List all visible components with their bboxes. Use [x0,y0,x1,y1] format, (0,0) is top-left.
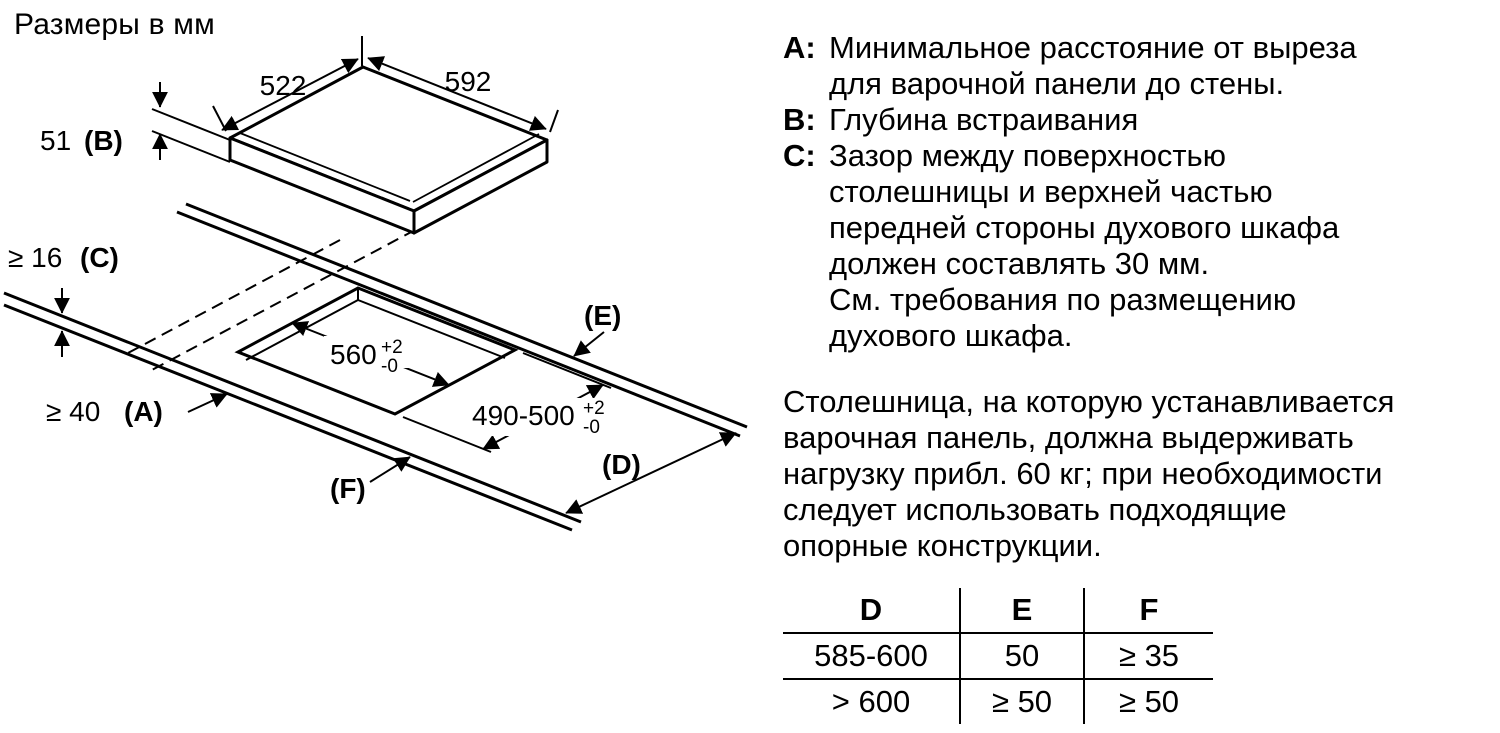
legend-line: должен составлять 30 мм. [829,246,1210,281]
page-title: Размеры в мм [14,8,215,41]
table-row: > 600 ≥ 50 ≥ 50 [783,679,1213,724]
legend-item-c: C: Зазор между поверхностью столешницы и… [783,138,1499,354]
legend-key-c: C: [783,138,816,173]
legend-text-b: Глубина встраивания [829,102,1499,138]
label-e: (E) [584,300,621,331]
dim-c-key: (C) [80,242,119,273]
dim-c-value: ≥ 16 [8,242,62,273]
legend-item-a: A: Минимальное расстояние от выреза для … [783,30,1499,102]
dim-490-tol-minus: -0 [583,417,600,438]
table-cell: > 600 [831,684,911,719]
legend-key-a: A: [783,30,816,65]
note-line: Столешница, на которую устанавливается [783,384,1395,419]
panel-frame-line-right [412,133,540,203]
table-cell: ≥ 50 [1083,679,1213,724]
dim-592-label: 592 [445,66,492,97]
ext-490-top [522,352,612,389]
note-line: нагрузку прибл. 60 кг; при необходимости [783,456,1383,491]
dim-522-label: 522 [260,70,307,101]
label-d: (D) [602,449,641,480]
legend-key-b: B: [783,102,816,137]
table-row: 585-600 50 ≥ 35 [783,633,1213,680]
info-panel: A: Минимальное расстояние от выреза для … [783,30,1499,724]
dim-592-line [367,56,547,131]
legend: A: Минимальное расстояние от выреза для … [783,30,1499,354]
legend-line: столешницы и верхней частью [829,174,1273,209]
table-header-row: D E F [783,588,1213,634]
load-note: Столешница, на которую устанавливается в… [783,384,1499,564]
col-header-d: D [783,588,960,634]
ext-tick-right [549,109,559,133]
ext-490-bottom [402,416,492,453]
panel-frame-line-left [239,132,411,202]
installation-drawing: 522 592 51 (B) ≥ 16 (C) ≥ 40 (A) (E) (D)… [3,36,748,532]
dim-560-backplate [324,336,412,368]
col-header-e: E [959,588,1084,634]
col-header-f: F [1083,588,1213,634]
install-table: D E F 585-600 50 ≥ 35 > 600 ≥ 50 ≥ 50 [783,588,1213,724]
note-line: опорные конструкции. [783,528,1102,563]
legend-line: духового шкафа. [829,318,1073,353]
projection-dashed-lines [127,229,416,372]
worktop-back-edge-line-2 [176,210,741,438]
cutout-outline [234,286,519,416]
ext-b-top [151,108,231,141]
table-cell: 50 [959,633,1084,680]
legend-text-c: Зазор между поверхностью столешницы и ве… [829,138,1499,354]
table-cell: 585-600 [783,633,960,680]
label-f: (F) [330,473,366,504]
note-line: варочная панель, должна выдерживать [783,420,1354,455]
legend-line: передней стороны духового шкафа [829,210,1340,245]
dim-560-value: 560 [330,339,377,370]
dim-d-arrow [565,432,737,514]
dim-b-value: 51 [40,125,71,156]
projection-line-1 [149,229,416,372]
dimension-lines [54,36,737,514]
dim-490-value: 490-500 [472,400,575,431]
legend-text-a: Минимальное расстояние от выреза для вар… [829,30,1499,102]
panel-right-face [412,138,549,235]
worktop-front-edge-line-1 [3,291,582,524]
legend-line: Минимальное расстояние от выреза [829,30,1357,65]
note-line: следует использовать подходящие [783,492,1287,527]
dim-a-arrow [187,393,228,413]
ext-tick-left [212,105,227,132]
dim-b-key: (B) [84,125,123,156]
worktop-front-edge-line-2 [3,303,573,532]
dim-522-line [221,58,359,131]
legend-item-b: B: Глубина встраивания [783,102,1499,138]
dim-490-tol-plus: +2 [583,398,605,419]
dim-a-value: ≥ 40 [46,396,100,427]
legend-line: для варочной панели до стены. [829,66,1285,101]
dim-560-tol-minus: -0 [381,356,398,377]
dim-490-backplate [466,398,614,436]
label-e-arrow [573,331,605,357]
worktop-back-edge [176,202,748,438]
worktop-front-edge [3,291,582,532]
worktop-back-edge-line-1 [185,202,748,429]
dim-a-key: (A) [124,396,163,427]
label-f-arrow [369,456,411,483]
table-cell: ≥ 35 [1083,633,1213,680]
legend-line: Зазор между поверхностью [829,138,1226,173]
projection-line-2 [127,239,341,354]
legend-line: См. требования по размещению [829,282,1297,317]
dim-560-tol-plus: +2 [381,337,403,358]
table-cell: ≥ 50 [959,679,1084,724]
legend-line: Глубина встраивания [829,102,1139,137]
